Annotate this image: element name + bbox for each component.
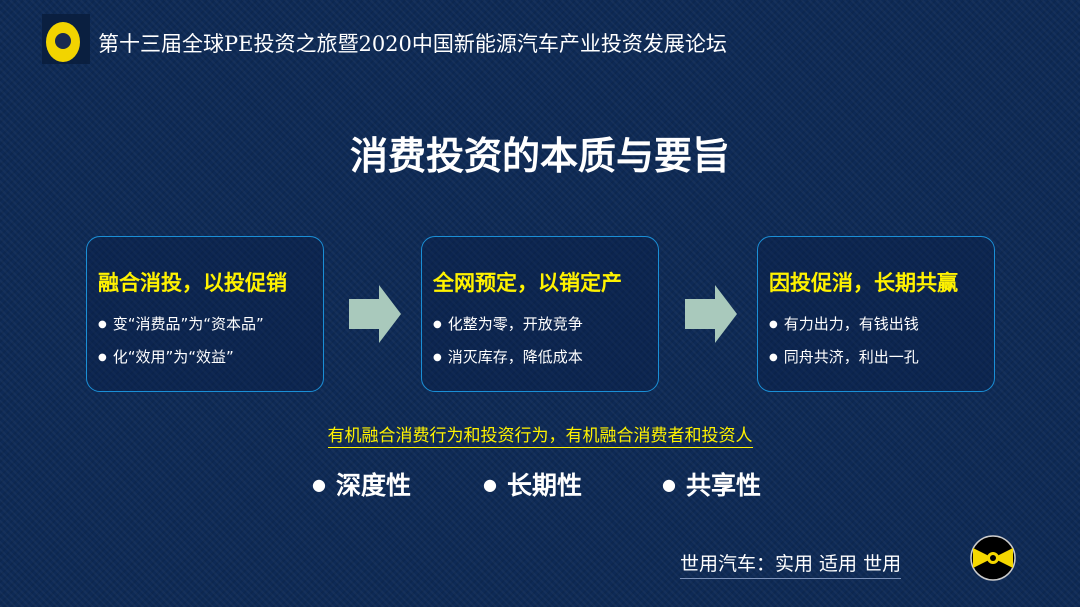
list-item: 消灭库存，降低成本 [433, 346, 583, 379]
page-title: 消费投资的本质与要旨 [349, 134, 730, 178]
card-title: 因投促消，长期共赢 [769, 271, 958, 295]
card-title: 融合消投，以投促销 [98, 271, 287, 295]
arrow-right-icon [685, 285, 737, 343]
card-3: 因投促消，长期共赢 有力出力，有钱出钱同舟共济，利出一孔 [757, 236, 995, 392]
keyword-depth: 深度性 [312, 466, 411, 502]
card-1: 融合消投，以投促销 变“消费品”为“资本品”化“效用”为“效益” [86, 236, 324, 392]
card-2: 全网预定，以销定产 化整为零，开放竞争消灭库存，降低成本 [421, 236, 659, 392]
list-item: 同舟共济，利出一孔 [769, 346, 919, 379]
arrow-right-icon [349, 285, 401, 343]
list-item: 化“效用”为“效益” [98, 346, 264, 379]
footer-slogan: 世用汽车：实用 适用 世用 [680, 549, 902, 579]
list-item: 变“消费品”为“资本品” [98, 313, 264, 346]
list-item: 有力出力，有钱出钱 [769, 313, 919, 346]
subtitle: 有机融合消费行为和投资行为，有机融合消费者和投资人 [0, 421, 1080, 448]
keyword-sharing: 共享性 [662, 466, 761, 502]
subtitle-text: 有机融合消费行为和投资行为，有机融合消费者和投资人 [327, 426, 753, 448]
list-item: 化整为零，开放竞争 [433, 313, 583, 346]
forum-logo [42, 14, 90, 64]
header-title: 第十三届全球PE投资之旅暨2020中国新能源汽车产业投资发展论坛 [98, 32, 727, 56]
brand-logo-icon [970, 535, 1016, 581]
card-title: 全网预定，以销定产 [433, 271, 622, 295]
keyword-long-term: 长期性 [483, 466, 582, 502]
